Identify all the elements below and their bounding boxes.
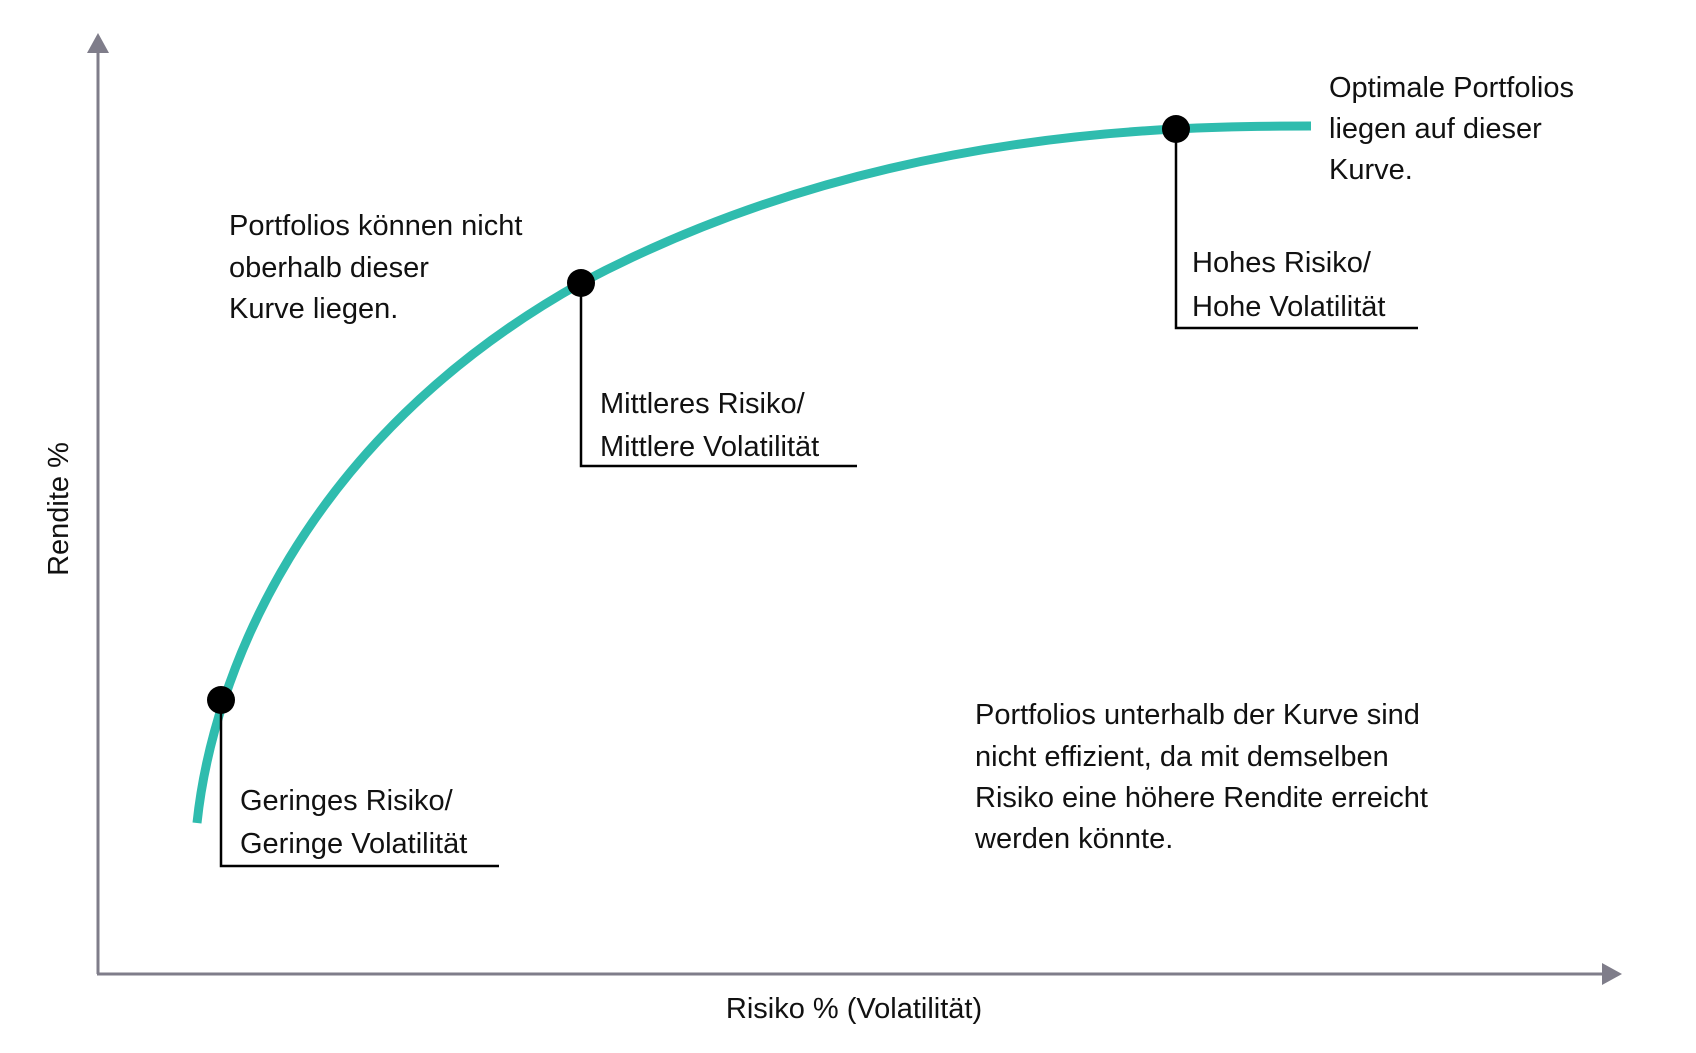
x-axis-arrow: [1602, 963, 1622, 985]
point-label-mid: Mittleres Risiko/ Mittlere Volatilität: [600, 388, 819, 463]
y-axis-label: Rendite %: [43, 442, 75, 576]
annotation-below-curve: Portfolios unterhalb der Kurve sind nich…: [974, 699, 1436, 855]
leader-line-low: [219, 700, 499, 868]
point-marker-high: [1162, 115, 1190, 143]
leader-line-high: [1174, 129, 1418, 330]
efficient-frontier-curve: [192, 121, 1312, 824]
point-label-high: Hohes Risiko/ Hohe Volatilität: [1192, 247, 1385, 323]
point-marker-low: [207, 686, 235, 714]
y-axis-arrow: [87, 33, 109, 53]
leader-line-mid: [579, 283, 857, 468]
annotation-above-curve: Portfolios können nicht oberhalb dieser …: [229, 210, 530, 325]
point-label-low: Geringes Risiko/ Geringe Volatilität: [240, 785, 467, 860]
x-axis-label: Risiko % (Volatilität): [726, 993, 982, 1025]
annotation-optimal: Optimale Portfolios liegen auf dieser Ku…: [1329, 72, 1582, 186]
point-marker-mid: [567, 269, 595, 297]
